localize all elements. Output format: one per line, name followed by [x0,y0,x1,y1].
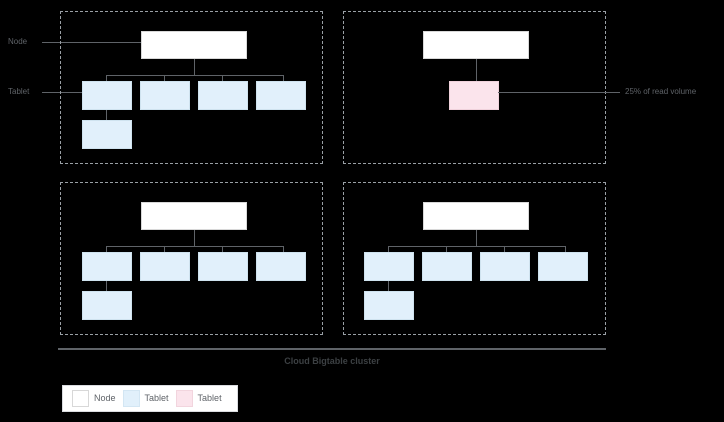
node-trunk-connector [476,230,477,246]
tablet-box[interactable] [364,291,414,320]
node-panel-bottom-right [343,182,606,335]
tablet-drop-connector [283,246,284,252]
tablet-stack-connector [388,281,389,291]
tablet-drop-connector [565,246,566,252]
node-box[interactable] [141,31,247,59]
tablet-box[interactable] [256,252,306,281]
hot-tablet-annotation: 25% of read volume [625,87,697,96]
tablet-box[interactable] [140,81,190,110]
tablet-drop-connector [164,75,165,81]
legend-item-hot-tablet: Tablet [175,390,222,407]
tablet-stack-connector [106,281,107,291]
tablet-box[interactable] [82,252,132,281]
legend-item-tablet: Tablet [122,390,169,407]
tablet-stack-connector [106,110,107,120]
tablet-box[interactable] [364,252,414,281]
node-trunk-connector [194,230,195,246]
tablet-drop-connector [222,246,223,252]
cluster-caption: Cloud Bigtable cluster [284,356,380,366]
tablet-box[interactable] [422,252,472,281]
tablet-drop-connector [388,246,389,252]
callout-leader-node [42,42,141,43]
tablet-drop-connector [106,75,107,81]
legend-label-hot-tablet: Tablet [197,393,222,403]
tablet-drop-connector [106,246,107,252]
legend: Node Tablet Tablet [62,385,238,412]
tablet-bus-connector [106,246,283,247]
node-box[interactable] [141,202,247,230]
node-trunk-connector [194,59,195,75]
node-box[interactable] [423,31,529,59]
tablet-drop-connector [222,75,223,81]
legend-label-node: Node [94,393,116,403]
legend-item-node: Node [72,390,116,407]
tablet-drop-connector [164,246,165,252]
callout-leader-tablet [42,92,82,93]
node-panel-top-left [60,11,323,164]
callout-label-tablet: Tablet [8,87,30,96]
tablet-box[interactable] [538,252,588,281]
tablet-bus-connector [388,246,565,247]
node-panel-bottom-left [60,182,323,335]
tablet-drop-connector [504,246,505,252]
hot-tablet-annotation-leader [498,92,620,93]
tablet-box[interactable] [82,291,132,320]
tablet-box[interactable] [140,252,190,281]
hot-tablet-box[interactable] [449,81,499,110]
legend-swatch-hot-tablet-icon [175,390,193,407]
tablet-box[interactable] [198,252,248,281]
tablet-drop-connector [446,246,447,252]
tablet-drop-connector [283,75,284,81]
tablet-box[interactable] [256,81,306,110]
tablet-box[interactable] [82,81,132,110]
legend-swatch-tablet-icon [122,390,140,407]
legend-label-tablet: Tablet [144,393,169,403]
node-panel-top-right [343,11,606,164]
tablet-box[interactable] [198,81,248,110]
tablet-bus-connector [106,75,283,76]
cluster-divider-rule [58,348,606,350]
callout-label-node: Node [8,37,28,46]
tablet-box[interactable] [480,252,530,281]
node-box[interactable] [423,202,529,230]
node-trunk-connector [476,59,477,81]
legend-swatch-node-icon [72,390,89,407]
tablet-box[interactable] [82,120,132,149]
